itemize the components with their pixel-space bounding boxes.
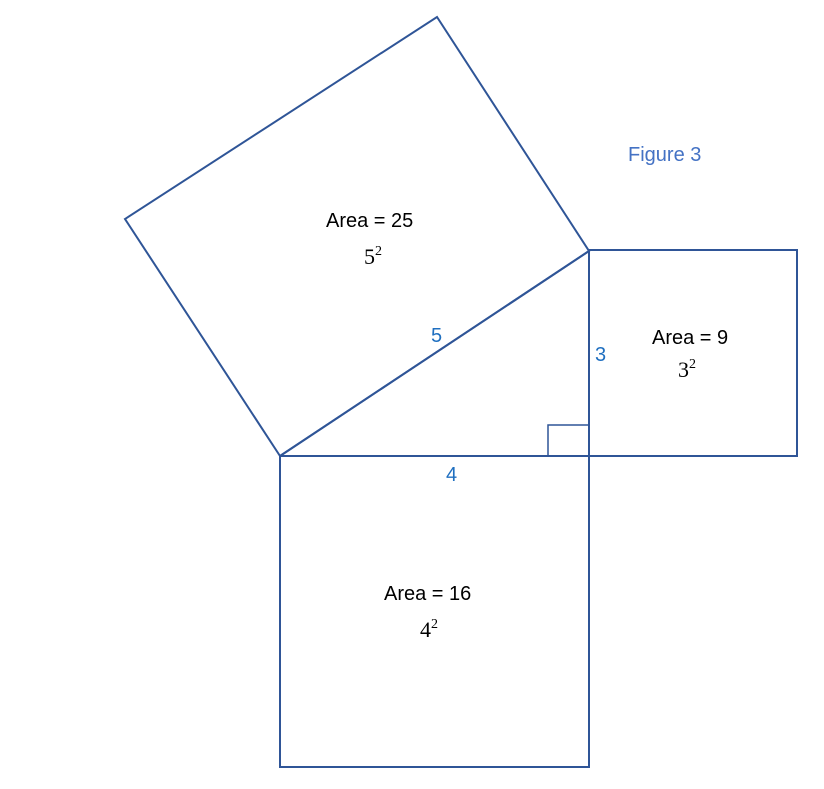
horizontal-leg-length-label: 4 — [446, 464, 457, 486]
square-on-vertical-leg — [588, 249, 798, 457]
large-square-area-label: Area = 25 — [326, 210, 413, 232]
large-square-power: 52 — [364, 244, 382, 269]
right-square-power: 32 — [678, 357, 696, 382]
vertical-leg-length-label: 3 — [595, 344, 606, 366]
triangle-hypotenuse — [279, 250, 590, 457]
figure-title: Figure 3 — [628, 144, 701, 166]
square-on-hypotenuse — [123, 15, 591, 458]
square-on-horizontal-leg — [279, 455, 590, 768]
hypotenuse-length-label: 5 — [431, 325, 442, 347]
right-square-area-label: Area = 9 — [652, 327, 728, 349]
bottom-square-power: 42 — [420, 617, 438, 642]
right-angle-marker — [547, 424, 589, 456]
bottom-square-area-label: Area = 16 — [384, 583, 471, 605]
